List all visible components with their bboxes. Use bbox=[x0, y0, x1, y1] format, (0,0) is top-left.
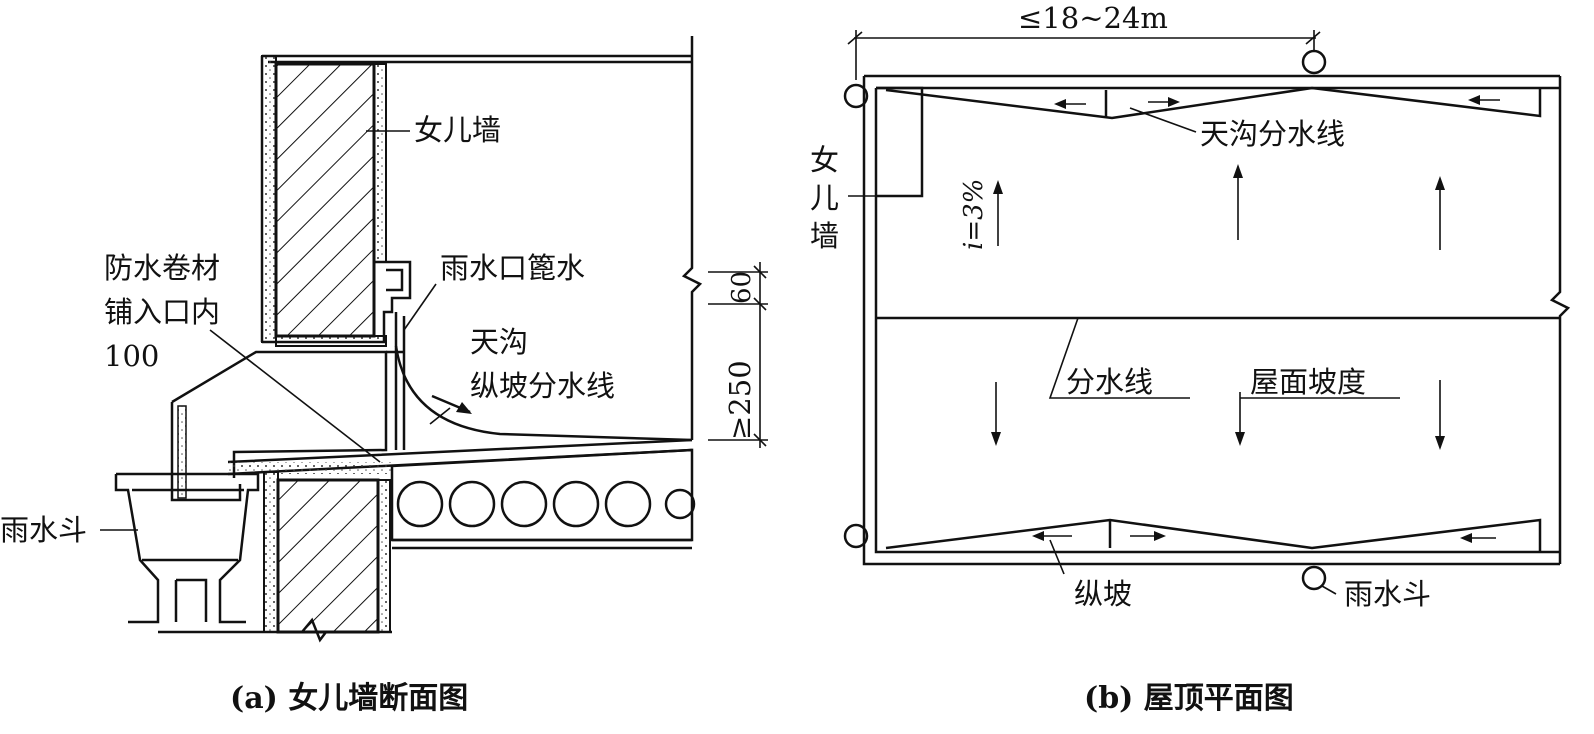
label-roof-slope: 屋面坡度 bbox=[1250, 365, 1366, 399]
lower-wall-brick bbox=[276, 478, 380, 634]
dimension-250 bbox=[708, 262, 768, 448]
label-membrane-3: 100 bbox=[104, 339, 159, 373]
caption-b: (b) 屋顶平面图 bbox=[1084, 681, 1294, 716]
rain-hopper-bm bbox=[1301, 565, 1327, 591]
label-slope: i=3% bbox=[959, 179, 989, 250]
label-spacing: ≤18~24m bbox=[1018, 1, 1168, 35]
label-divide-line: 分水线 bbox=[1066, 365, 1153, 399]
roof-plan-drawing bbox=[843, 30, 1571, 595]
rain-outlet-body bbox=[170, 350, 388, 502]
parapet-section-drawing bbox=[100, 36, 768, 643]
label-dim-250: ≥250 bbox=[723, 360, 757, 440]
label-parapet-b-1: 女 bbox=[810, 143, 839, 177]
label-parapet: 女儿墙 bbox=[414, 113, 501, 147]
rain-hopper-bl bbox=[843, 523, 869, 549]
label-gutter-1: 天沟 bbox=[470, 325, 528, 359]
rain-hopper-tl bbox=[843, 83, 869, 109]
label-rain-hopper-a: 雨水斗 bbox=[0, 513, 87, 547]
label-parapet-b-3: 墙 bbox=[810, 219, 839, 253]
label-dim-60: 60 bbox=[727, 271, 757, 304]
rain-hopper-tm bbox=[1301, 49, 1327, 75]
label-membrane-1: 防水卷材 bbox=[104, 251, 220, 285]
label-rain-hopper-b: 雨水斗 bbox=[1344, 577, 1431, 611]
label-membrane-2: 铺入口内 bbox=[104, 295, 220, 329]
parapet-brick bbox=[274, 62, 376, 338]
label-parapet-b-2: 儿 bbox=[810, 181, 839, 215]
hollow-core-slab bbox=[396, 480, 696, 528]
label-gutter-divide: 天沟分水线 bbox=[1200, 117, 1345, 151]
rain-hopper bbox=[114, 472, 260, 624]
label-long-slope: 纵坡 bbox=[1074, 577, 1132, 611]
label-gutter-2: 纵坡分水线 bbox=[470, 369, 615, 403]
caption-a: (a) 女儿墙断面图 bbox=[230, 681, 468, 716]
slope-arrows bbox=[991, 164, 1445, 450]
gutter-arrows bbox=[1032, 95, 1500, 543]
label-outlet-overflow: 雨水口篦水 bbox=[440, 251, 585, 285]
